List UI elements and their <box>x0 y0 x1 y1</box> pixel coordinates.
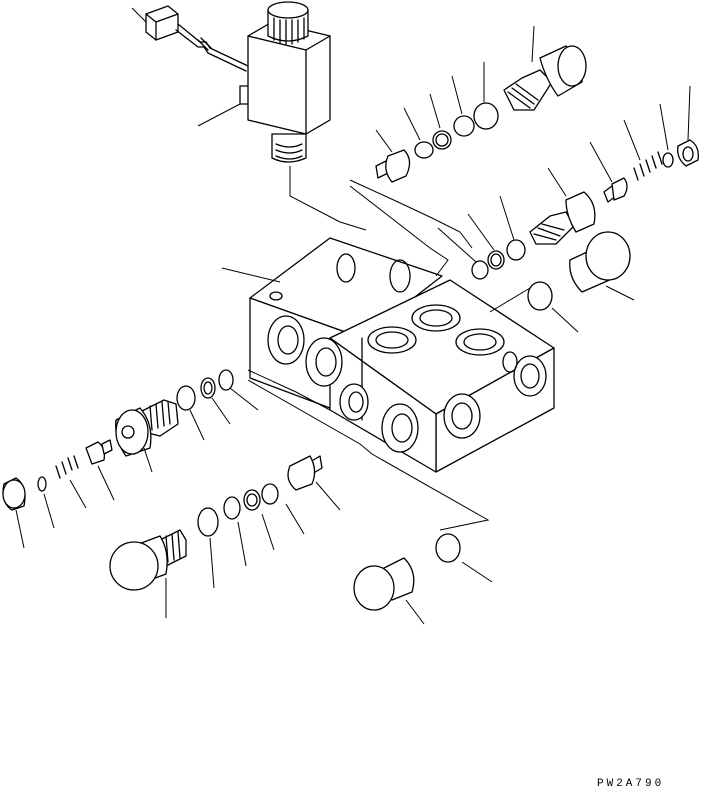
left-relief-group <box>115 369 259 473</box>
solenoid-assembly <box>131 1 367 231</box>
valve-body <box>221 185 555 531</box>
left-small-group <box>2 439 115 549</box>
drawing-code-label: PW2A790 <box>597 778 665 790</box>
lower-poppet-group <box>197 455 341 589</box>
right-check-group <box>437 85 699 280</box>
right-plug <box>527 231 635 333</box>
top-poppet-group <box>349 25 587 249</box>
lower-plug <box>353 533 493 625</box>
lower-left-cartridge <box>109 529 187 618</box>
